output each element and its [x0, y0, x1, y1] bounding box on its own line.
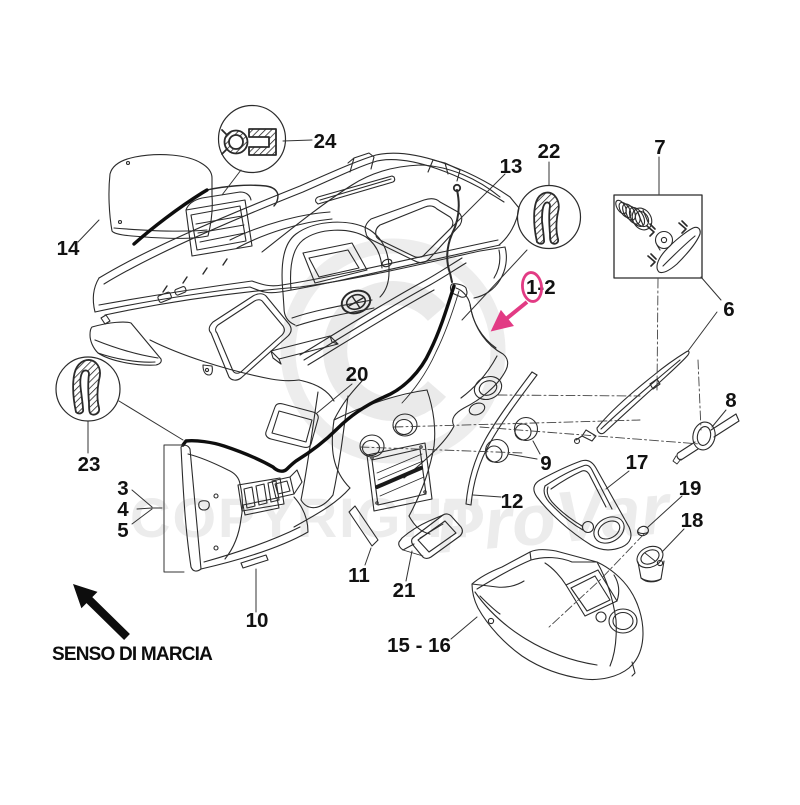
svg-text:24: 24	[314, 130, 337, 153]
svg-text:5: 5	[117, 519, 128, 542]
svg-text:20: 20	[346, 363, 369, 386]
svg-text:18: 18	[681, 509, 704, 532]
svg-text:6: 6	[723, 298, 734, 321]
svg-text:19: 19	[679, 477, 702, 500]
svg-text:SENSO DI MARCIA: SENSO DI MARCIA	[52, 644, 213, 665]
svg-text:11: 11	[348, 564, 370, 587]
svg-text:10: 10	[246, 609, 269, 632]
svg-text:8: 8	[725, 389, 736, 412]
svg-text:14: 14	[57, 237, 80, 260]
svg-text:17: 17	[626, 451, 649, 474]
svg-text:22: 22	[538, 140, 561, 163]
svg-text:12: 12	[501, 490, 524, 513]
svg-text:3: 3	[117, 477, 128, 500]
svg-text:4: 4	[117, 498, 129, 521]
svg-text:9: 9	[540, 452, 551, 475]
svg-text:23: 23	[78, 453, 101, 476]
svg-text:7: 7	[654, 136, 665, 159]
svg-text:13: 13	[500, 155, 523, 178]
svg-text:21: 21	[393, 579, 416, 602]
svg-text:15 - 16: 15 - 16	[387, 634, 451, 657]
